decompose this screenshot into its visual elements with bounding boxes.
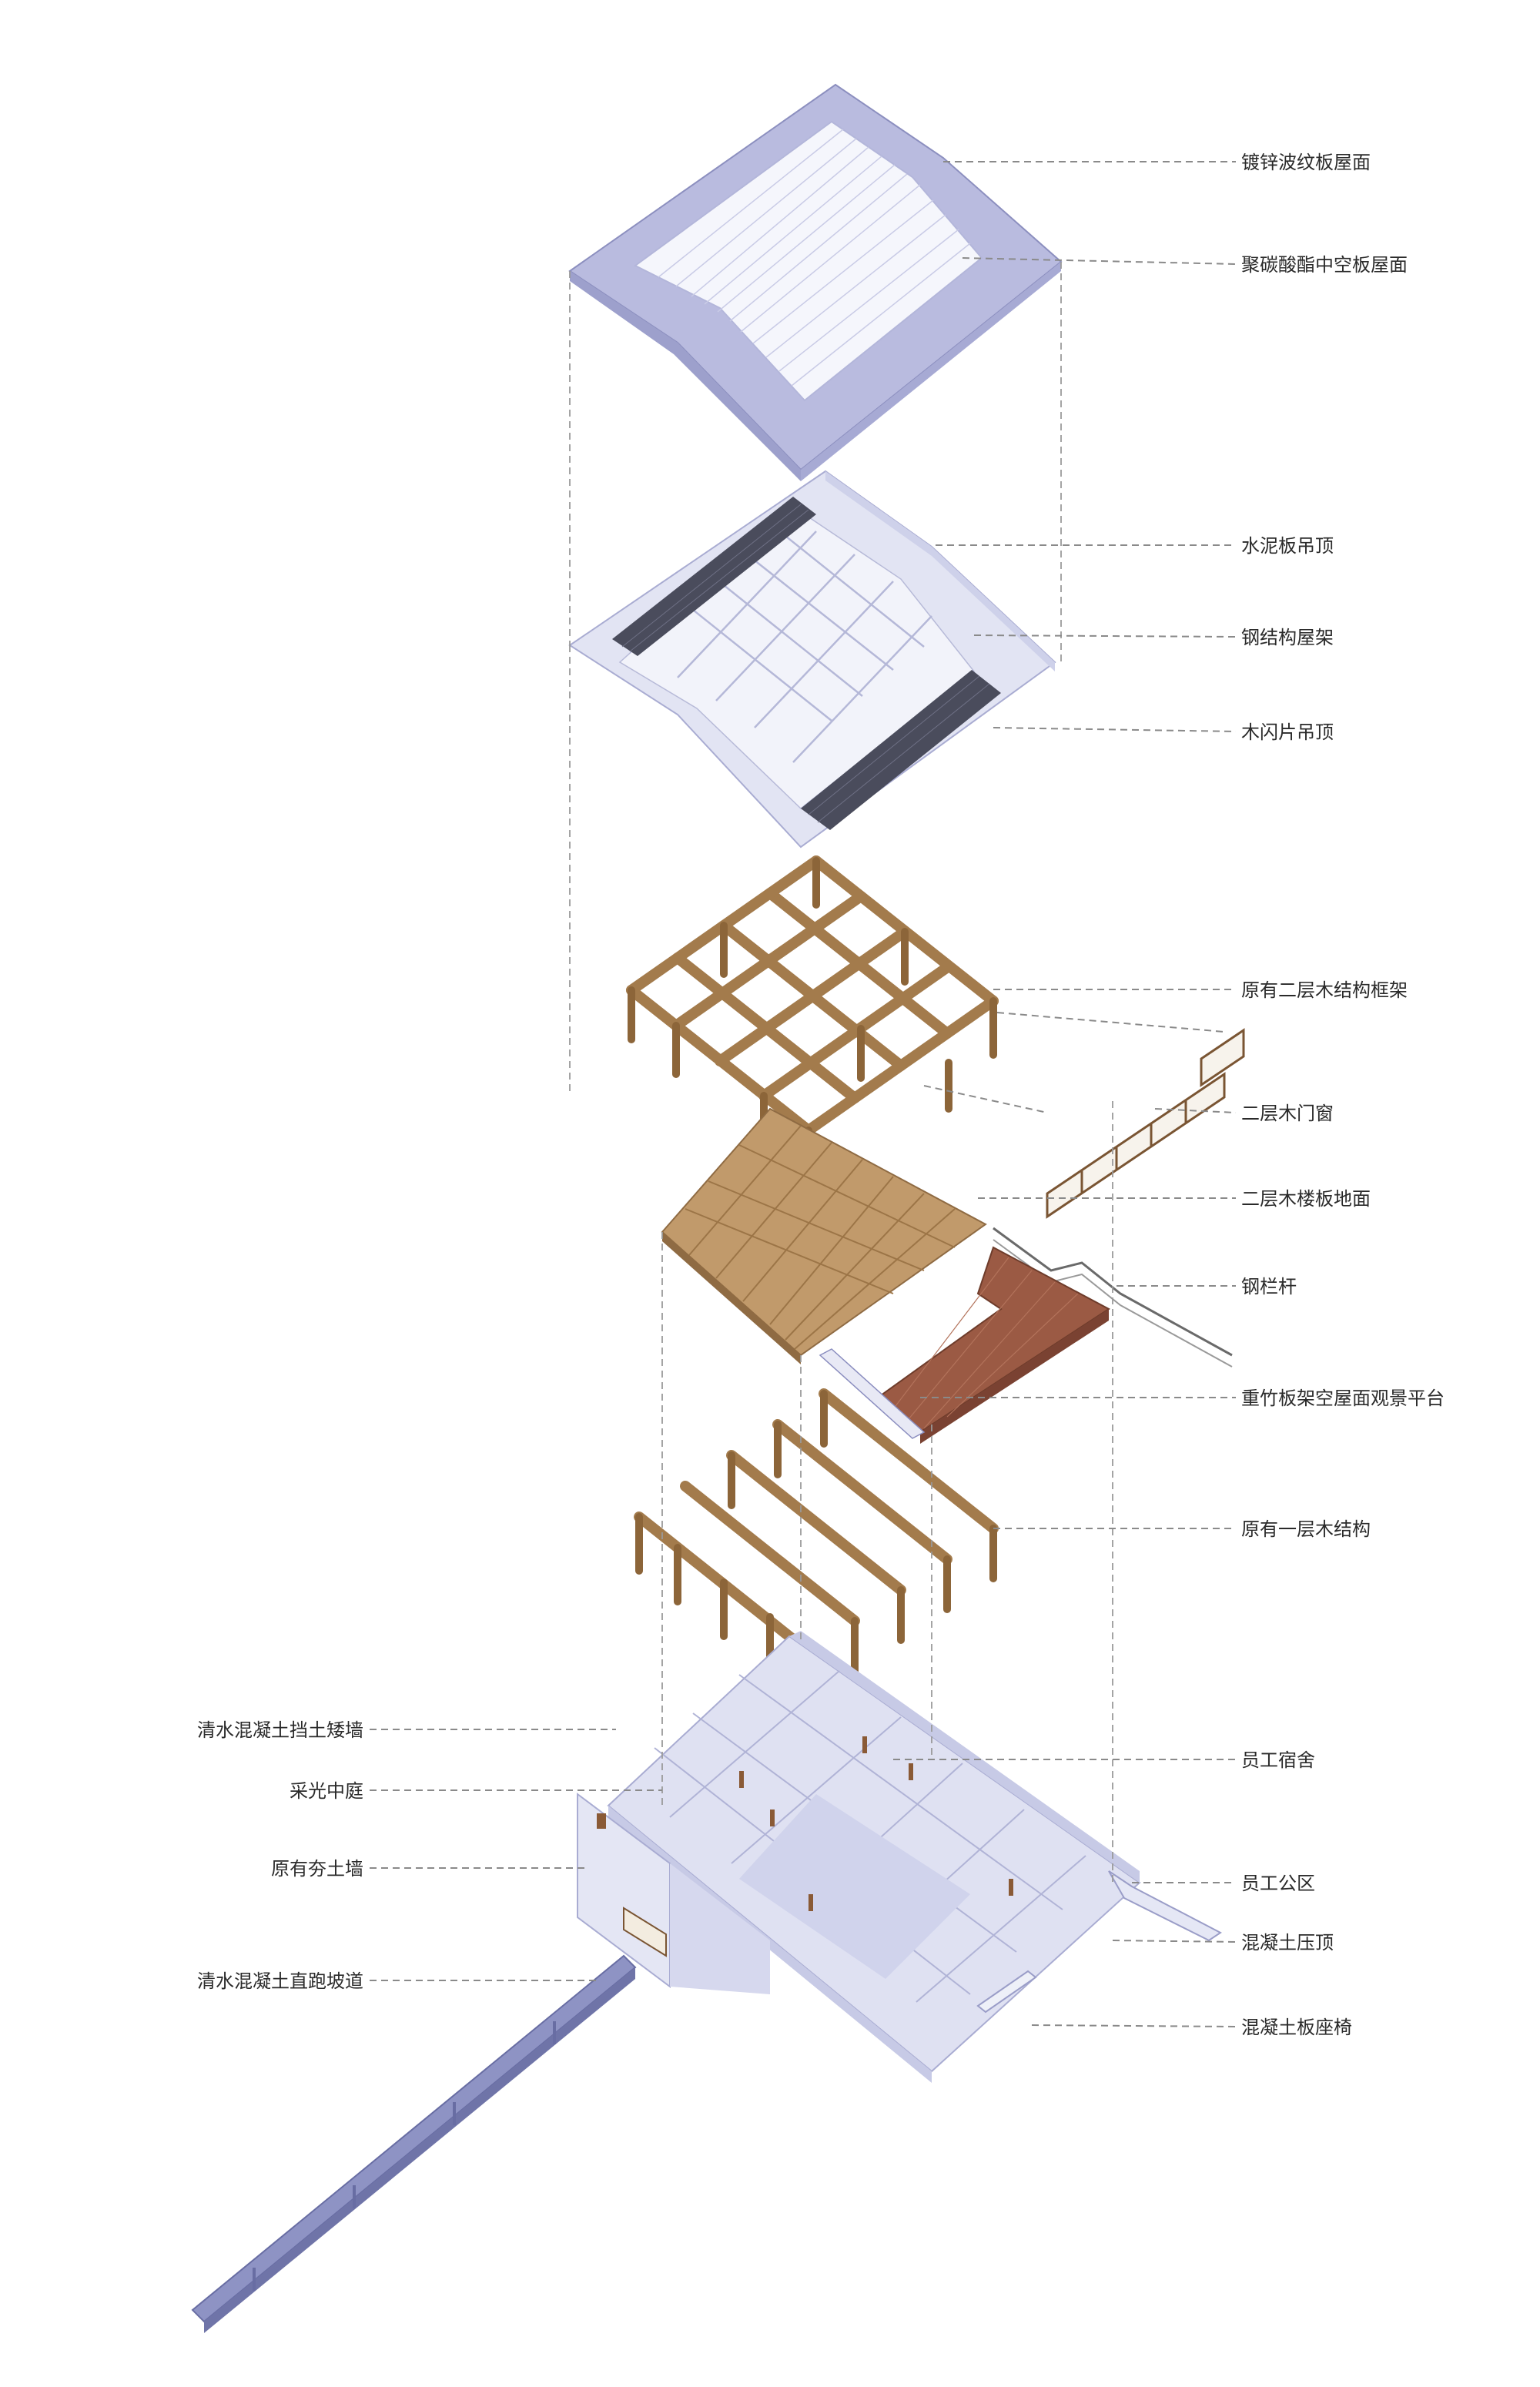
steel-roof-truss xyxy=(618,506,976,809)
leader-lines-left xyxy=(370,1729,662,1981)
alignment-guides xyxy=(569,262,1113,1883)
labels-left: 清水混凝土挡土矮墙 采光中庭 原有夯土墙 清水混凝土直跑坡道 xyxy=(197,1719,363,1992)
2f-timber-floor xyxy=(661,1107,987,1364)
ground-floor-structure xyxy=(607,1631,1141,2083)
label-steel-truss: 钢结构屋架 xyxy=(1241,627,1334,648)
label-staff-common-area: 员工公区 xyxy=(1241,1873,1315,1894)
original-2f-timber-frame xyxy=(626,855,999,1167)
label-concrete-bench: 混凝土板座椅 xyxy=(1241,2017,1352,2038)
fair-faced-concrete-straight-ramp xyxy=(191,1954,637,2333)
label-2f-timber-floor: 二层木楼板地面 xyxy=(1241,1188,1371,1210)
label-retaining-wall: 清水混凝土挡土矮墙 xyxy=(197,1719,363,1741)
bamboo-deck-viewing-platform xyxy=(819,1246,1110,1444)
leader-lines xyxy=(893,161,1237,2027)
2f-timber-doors-windows xyxy=(1046,1028,1245,1219)
label-bamboo-deck-platform: 重竹板架空屋面观景平台 xyxy=(1241,1388,1445,1409)
original-1f-timber-structure xyxy=(634,1388,999,1706)
label-1f-timber-structure: 原有一层木结构 xyxy=(1241,1518,1371,1540)
label-steel-railing: 钢栏杆 xyxy=(1241,1276,1297,1297)
label-polycarbonate-roof: 聚碳酸酯中空板屋面 xyxy=(1241,254,1408,276)
label-rammed-earth-wall: 原有夯土墙 xyxy=(271,1858,363,1880)
label-concrete-coping: 混凝土压顶 xyxy=(1241,1932,1334,1953)
label-galvanized-roof: 镀锌波纹板屋面 xyxy=(1241,152,1371,173)
label-cement-board-ceiling: 水泥板吊顶 xyxy=(1241,535,1334,557)
label-wood-shingle-ceiling: 木闪片吊顶 xyxy=(1241,721,1334,743)
concrete-coping xyxy=(1108,1870,1222,1942)
label-straight-ramp: 清水混凝土直跑坡道 xyxy=(197,1970,363,1992)
wood-shingle-ceiling xyxy=(612,497,1001,830)
label-2f-doors-windows: 二层木门窗 xyxy=(1241,1103,1334,1124)
concrete-bench xyxy=(976,1970,1037,2014)
original-rammed-earth-wall xyxy=(577,1793,770,1994)
polycarbonate-hollow-sheet-roof xyxy=(634,120,983,402)
labels-right: 镀锌波纹板屋面 聚碳酸酯中空板屋面 水泥板吊顶 钢结构屋架 木闪片吊顶 原有二层… xyxy=(1241,152,1445,2038)
label-staff-dormitory: 员工宿舍 xyxy=(1241,1749,1315,1771)
label-2f-timber-frame: 原有二层木结构框架 xyxy=(1241,979,1408,1001)
label-light-courtyard: 采光中庭 xyxy=(290,1780,363,1802)
